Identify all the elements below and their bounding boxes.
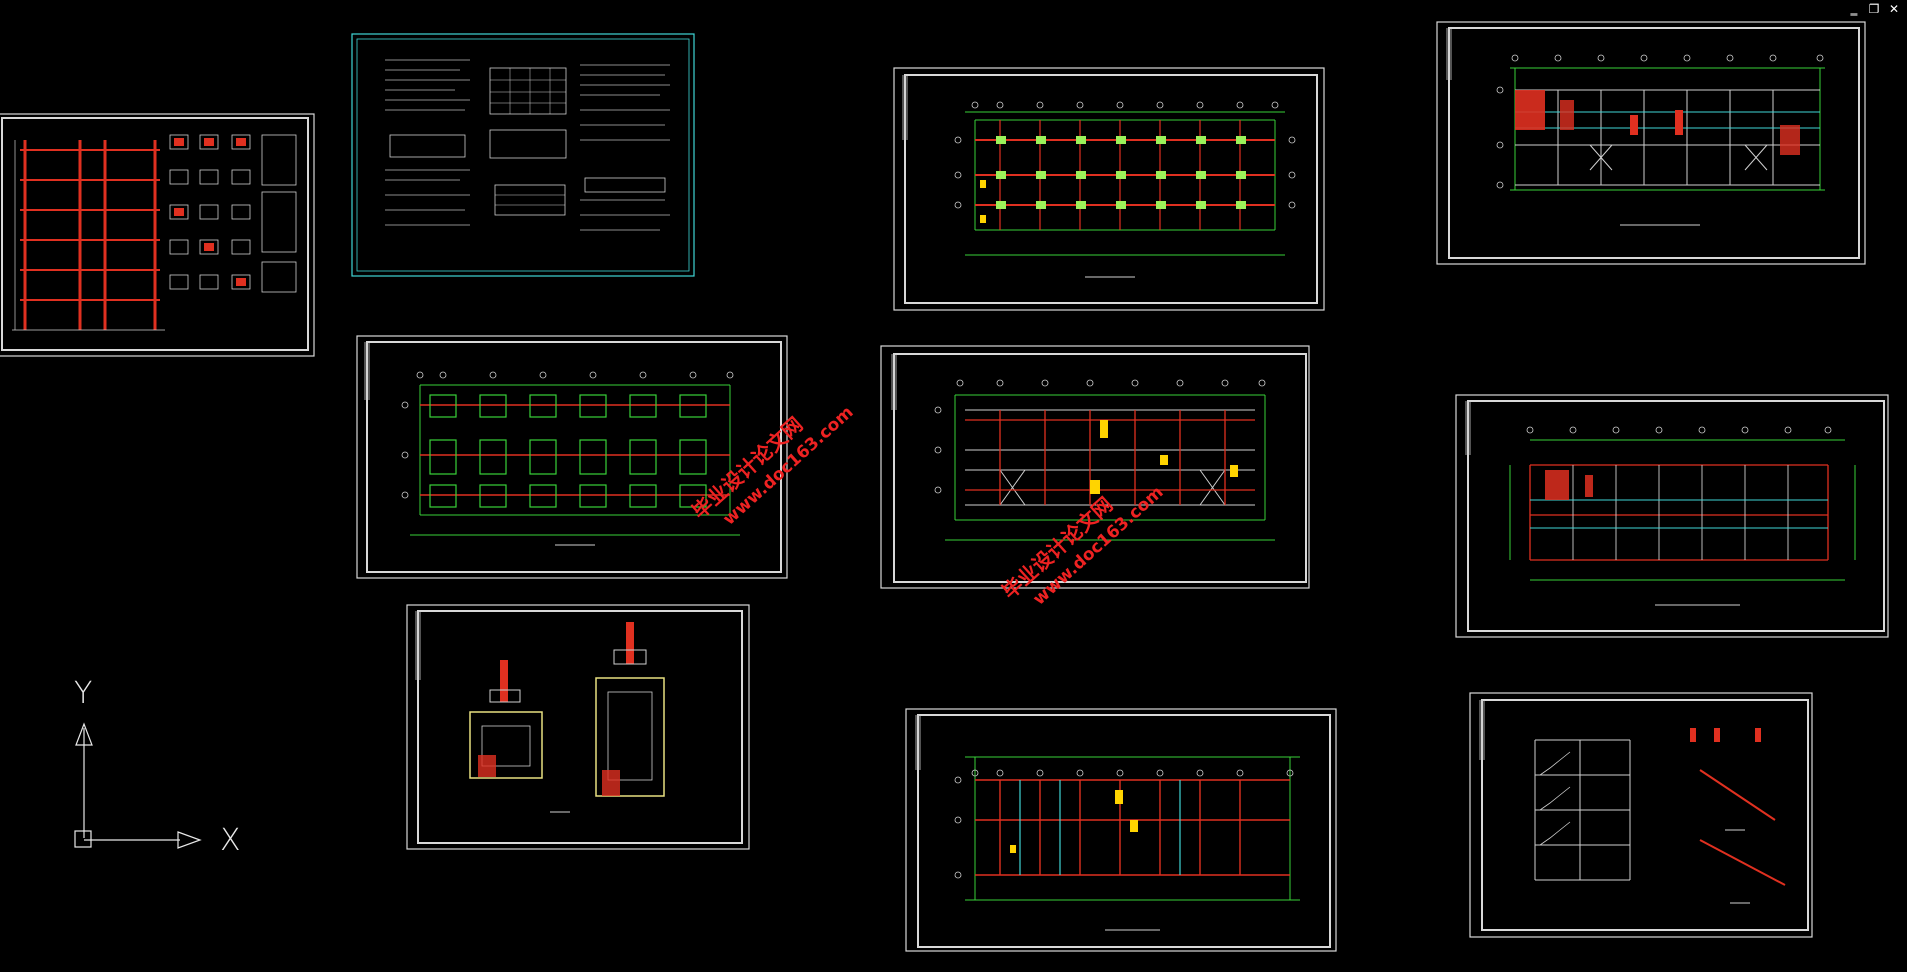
close-button[interactable]: ✕ [1888,2,1900,16]
sheet-pile-cap-plan[interactable] [356,335,788,579]
ucs-x-label: X [220,823,241,858]
ucs-icon [74,722,202,849]
sheet-column-elevation[interactable] [0,113,315,357]
watermark-2: 毕业设计论文网 www.doc163.com [997,482,1167,609]
restore-button[interactable]: ❐ [1868,2,1880,16]
sheet-standard-floor-plan[interactable] [880,345,1310,589]
sheet-second-floor-plan[interactable] [905,708,1337,952]
sheet-first-floor-plan[interactable] [1436,21,1866,265]
sheet-design-notes[interactable] [351,33,695,277]
sheet-foundation-details[interactable] [406,604,750,850]
sheet-roof-plan[interactable] [1455,394,1889,638]
sheet-stair-details[interactable] [1469,692,1813,938]
ucs-y-label: Y [74,676,93,711]
minimize-button[interactable]: ‗ [1850,2,1858,16]
window-controls: ‗ ❐ ✕ [1847,2,1901,16]
sheet-foundation-plan[interactable] [893,67,1325,311]
